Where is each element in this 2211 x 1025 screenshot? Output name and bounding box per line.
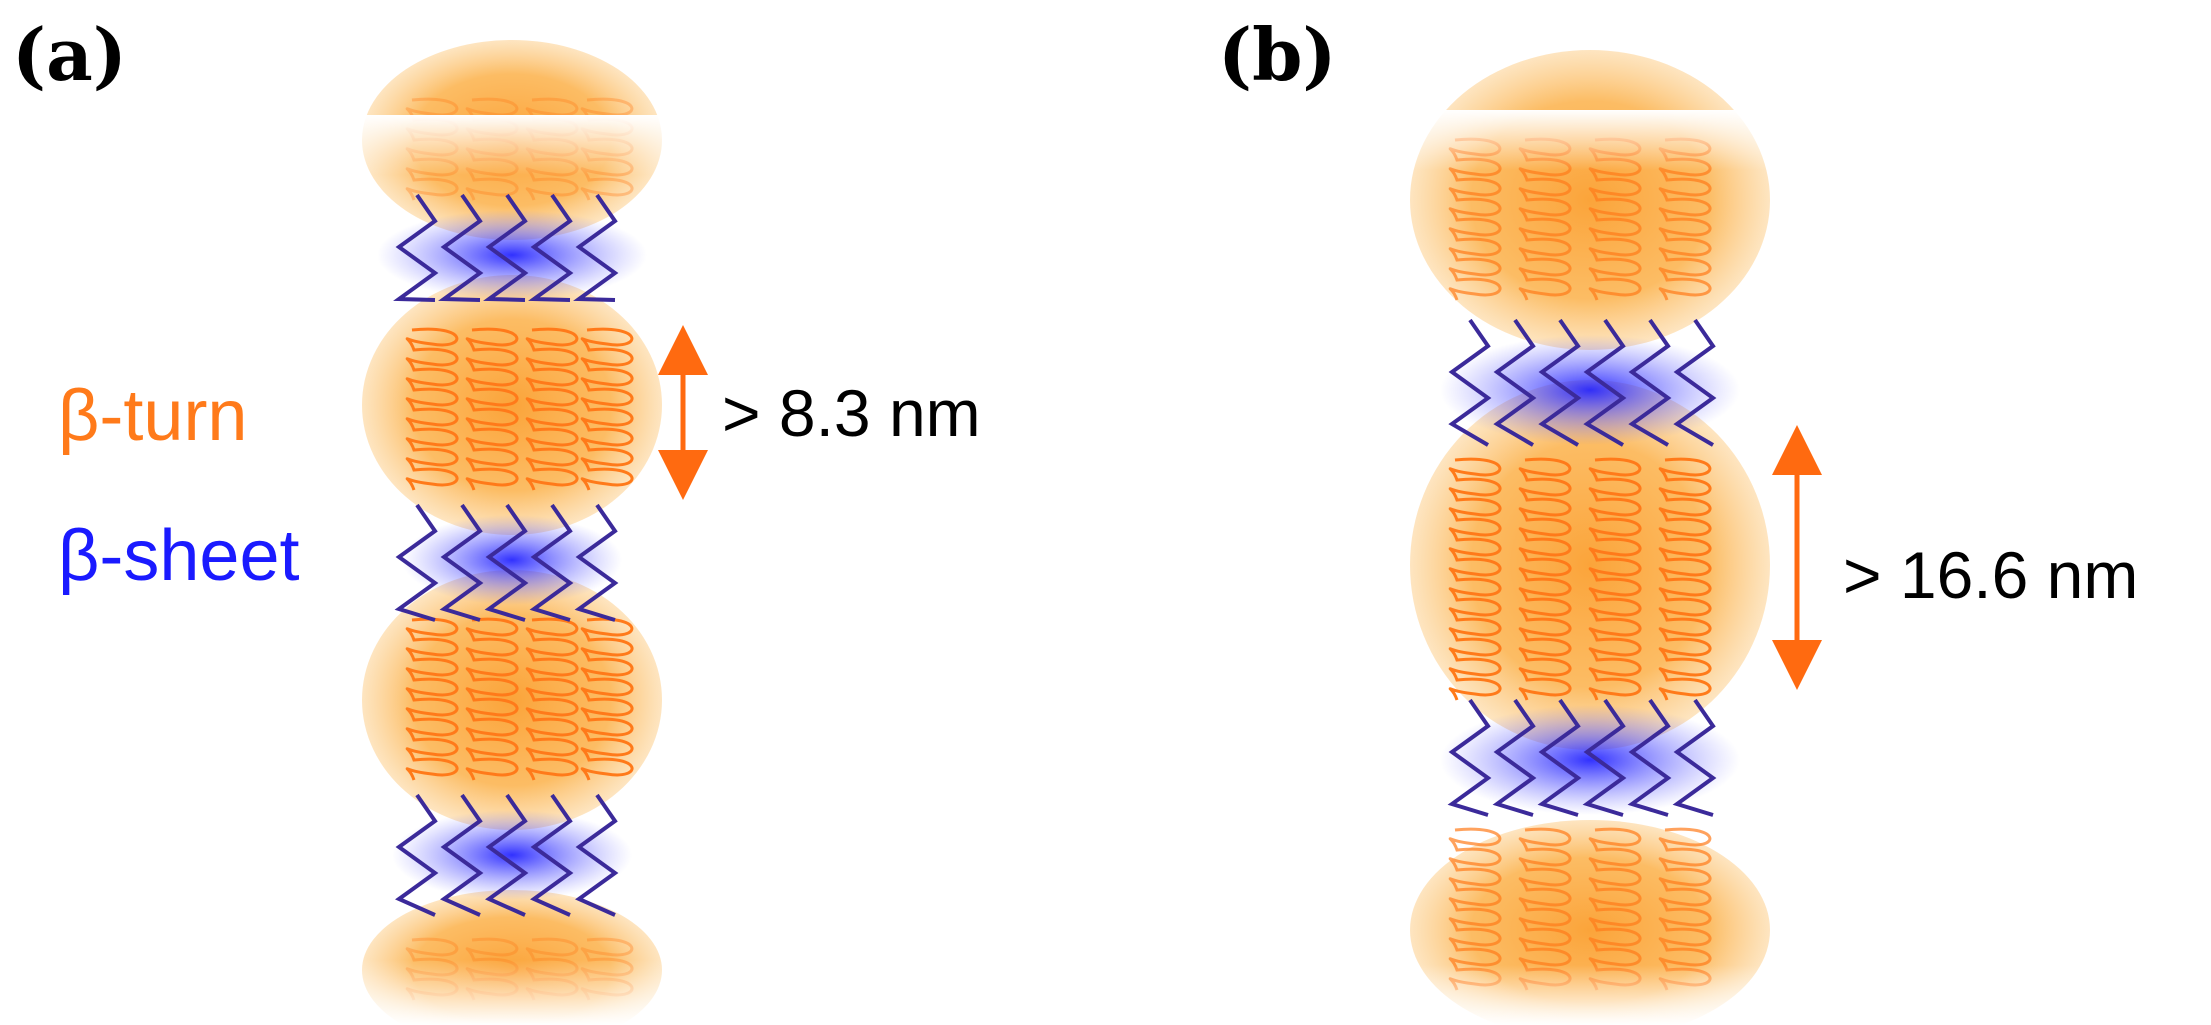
beta-sheet-strand bbox=[1538, 318, 1582, 447]
beta-sheet-legend: β-sheet bbox=[58, 516, 300, 596]
beta-sheet-strand bbox=[1672, 698, 1717, 817]
beta-sheet-strand bbox=[1628, 318, 1672, 447]
beta-sheet-strand bbox=[483, 193, 529, 302]
beta-turn-helix bbox=[1448, 137, 1502, 301]
beta-sheet-strand bbox=[1448, 318, 1492, 447]
beta-turn-helix bbox=[1588, 827, 1642, 991]
beta-sheet-strand bbox=[395, 793, 439, 917]
beta-sheet-strand bbox=[1493, 318, 1537, 447]
dimension-label-b: > 16.6 nm bbox=[1843, 538, 2138, 612]
beta-turn-helix bbox=[405, 327, 459, 491]
beta-sheet-strand bbox=[484, 503, 529, 622]
beta-sheet-strand bbox=[394, 503, 439, 622]
panel-b-label: (b) bbox=[1218, 12, 1336, 97]
beta-turn-helix bbox=[580, 327, 634, 491]
beta-sheet-strand bbox=[1492, 698, 1537, 817]
beta-turn-helix bbox=[405, 617, 459, 781]
beta-sheet-strand bbox=[1537, 698, 1582, 817]
fade-bottom bbox=[332, 960, 692, 1025]
beta-sheet-strand bbox=[1447, 698, 1492, 817]
beta-turn-helix bbox=[1518, 827, 1572, 991]
beta-sheet-strand bbox=[440, 793, 484, 917]
beta-turn-helix bbox=[1658, 137, 1712, 301]
beta-turn-helix bbox=[1588, 457, 1642, 701]
beta-sheet-band bbox=[1440, 705, 1740, 815]
dimension-label-a: > 8.3 nm bbox=[722, 376, 981, 450]
beta-sheet-strand bbox=[529, 503, 574, 622]
beta-turn-helix bbox=[525, 327, 579, 491]
beta-turn-legend: β-turn bbox=[58, 376, 247, 456]
beta-turn-helix bbox=[1658, 827, 1712, 991]
beta-sheet-strand bbox=[1673, 318, 1717, 447]
beta-turn-helix bbox=[1518, 457, 1572, 701]
fade-bottom bbox=[1390, 965, 1790, 1025]
beta-turn-helix bbox=[1448, 827, 1502, 991]
beta-turn-helix bbox=[1658, 457, 1712, 701]
beta-sheet-strand bbox=[1583, 318, 1627, 447]
beta-sheet-strand bbox=[575, 793, 619, 917]
beta-sheet-strand bbox=[1627, 698, 1672, 817]
beta-sheet-strand bbox=[528, 193, 574, 302]
beta-sheet-strand bbox=[393, 193, 439, 302]
beta-sheet-strand bbox=[1582, 698, 1627, 817]
panel-a-label: (a) bbox=[12, 12, 127, 97]
beta-turn-helix bbox=[465, 327, 519, 491]
beta-sheet-band bbox=[377, 210, 647, 300]
panel-a-fibril bbox=[332, 40, 692, 1025]
beta-sheet-strand bbox=[573, 193, 619, 302]
beta-sheet-band bbox=[1440, 335, 1740, 445]
beta-turn-helix bbox=[525, 617, 579, 781]
beta-sheet-strand bbox=[530, 793, 574, 917]
beta-sheet-band bbox=[392, 810, 632, 900]
beta-sheet-strand bbox=[485, 793, 529, 917]
beta-turn-helix bbox=[1518, 137, 1572, 301]
fade-top bbox=[332, 115, 692, 175]
beta-turn-helix bbox=[1588, 137, 1642, 301]
beta-sheet-strand bbox=[574, 503, 619, 622]
beta-turn-helix bbox=[465, 617, 519, 781]
beta-sheet-strand bbox=[439, 503, 484, 622]
beta-turn-helix bbox=[580, 617, 634, 781]
fade-top bbox=[1390, 110, 1790, 170]
panel-b-fibril bbox=[1390, 50, 1790, 1025]
beta-turn-helix bbox=[1448, 457, 1502, 701]
beta-sheet-strand bbox=[438, 193, 484, 302]
